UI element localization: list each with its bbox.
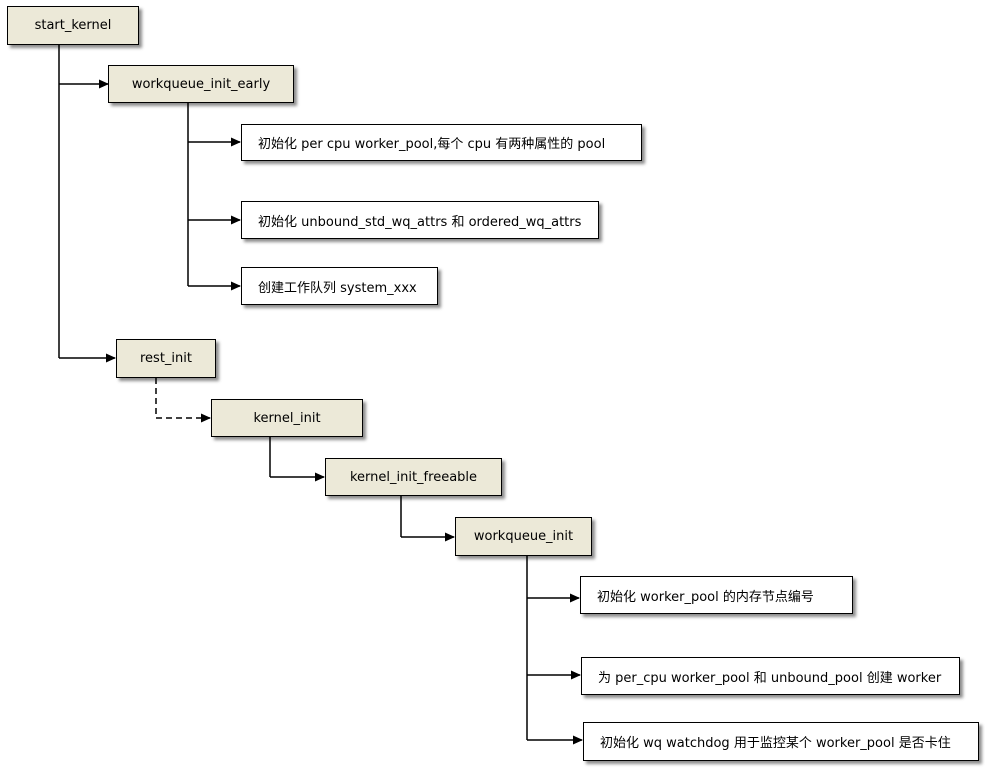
start-kernel-box: start_kernel xyxy=(7,6,139,45)
note-wq-attrs: 初始化 unbound_std_wq_attrs 和 ordered_wq_at… xyxy=(241,201,599,239)
note-system-wq: 创建工作队列 system_xxx xyxy=(241,267,438,305)
workqueue-init-early-box: workqueue_init_early xyxy=(108,65,294,103)
kernel-init-freeable-box: kernel_init_freeable xyxy=(325,458,502,496)
note-numa-node: 初始化 worker_pool 的内存节点编号 xyxy=(580,576,853,614)
note-percpu-worker-pool: 初始化 per cpu worker_pool,每个 cpu 有两种属性的 po… xyxy=(241,124,642,161)
kernel-init-box: kernel_init xyxy=(211,399,363,437)
workqueue-init-box: workqueue_init xyxy=(455,517,592,556)
note-create-worker: 为 per_cpu worker_pool 和 unbound_pool 创建 … xyxy=(581,657,960,695)
note-watchdog: 初始化 wq watchdog 用于监控某个 worker_pool 是否卡住 xyxy=(583,722,979,761)
rest-init-box: rest_init xyxy=(116,339,216,378)
